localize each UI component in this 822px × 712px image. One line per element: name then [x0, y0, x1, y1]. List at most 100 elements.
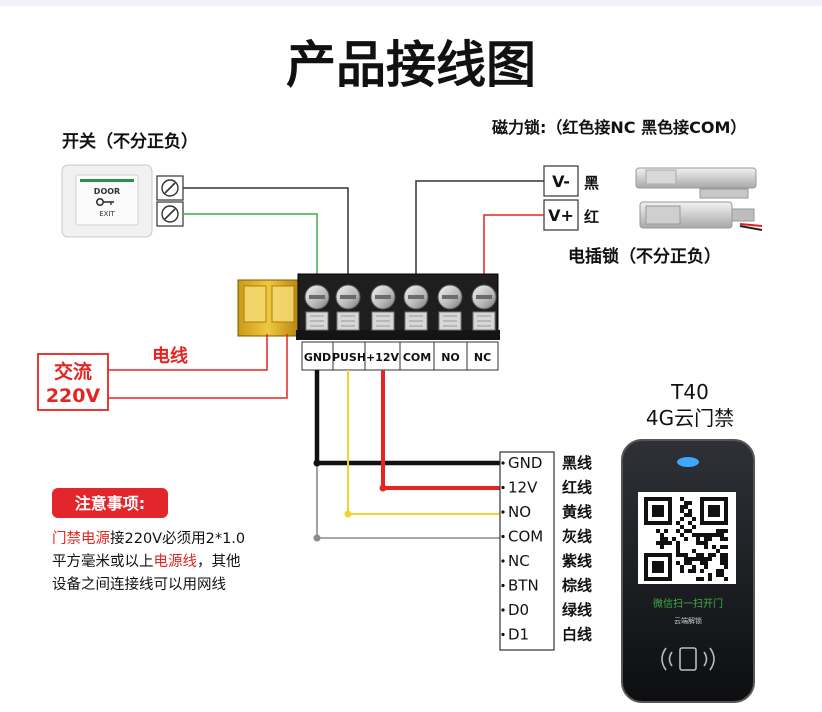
t40-device: 微信扫一扫开门 云端解锁 — [621, 439, 755, 703]
terminal-label-gnd: GND — [304, 351, 331, 364]
pin-dot — [501, 461, 505, 465]
pin-dot — [501, 510, 505, 514]
wiring-color-label: 灰线 — [562, 528, 592, 546]
terminal-label-com: COM — [403, 351, 431, 364]
pin-dot — [501, 559, 505, 563]
wiring-table-box — [499, 451, 555, 651]
black-wire-label: 黑 — [584, 174, 599, 192]
terminal-box-3 — [399, 341, 435, 371]
key-icon — [96, 198, 114, 207]
wiring-color-label: 黑线 — [562, 454, 592, 472]
exit-text: EXIT — [99, 210, 115, 218]
screw-2 — [370, 284, 396, 331]
pin-dot — [501, 608, 505, 612]
gnd-junction — [313, 459, 321, 467]
screw-4 — [437, 284, 463, 331]
terminal-block — [237, 273, 500, 340]
wiring-color-label: 白线 — [562, 626, 592, 644]
terminal-label-push: PUSH — [332, 351, 366, 364]
notes-line1: 门禁电源接220V必须用2*1.0 — [52, 530, 245, 547]
notes-heading: 注意事项: — [75, 494, 145, 513]
terminal-box-5 — [466, 341, 499, 371]
status-led — [677, 457, 699, 467]
maglock-label: 磁力锁:（红色接NC 黑色接COM） — [492, 118, 746, 137]
ac-220v-box — [37, 353, 109, 411]
ac-neutral-wire — [108, 334, 288, 399]
no-wire — [347, 370, 500, 515]
12v-wire — [381, 370, 500, 490]
no-junction — [344, 510, 352, 518]
wiring-pin: GND — [508, 454, 542, 472]
lock-nc-wire — [483, 214, 544, 280]
wiring-row: NO 黄线 — [501, 503, 592, 521]
power-wire-label: 电线 — [152, 345, 188, 367]
notes-line3: 设备之间连接线可以用网线 — [52, 576, 226, 593]
wiring-pin: NO — [508, 503, 531, 521]
terminal-box-2 — [364, 341, 401, 371]
wiring-color-label: 黄线 — [562, 503, 592, 521]
wiring-row: D1 白线 — [501, 626, 592, 644]
screw-5 — [471, 284, 497, 331]
wiring-color-label: 红线 — [562, 479, 592, 497]
notes-part1: 门禁电源 — [52, 530, 110, 547]
ac-live-wire — [108, 334, 268, 371]
lock-com-wire — [415, 180, 544, 280]
wiring-color-label: 绿线 — [562, 601, 592, 619]
ac-line2: 220V — [46, 385, 101, 407]
v-minus-label: V- — [552, 172, 570, 191]
scan-text: 微信扫一扫开门 — [653, 597, 723, 610]
wiring-pin: D0 — [508, 601, 529, 619]
top-band — [0, 0, 822, 6]
notes-part4: 电源线 — [154, 553, 198, 570]
v-minus-box — [543, 165, 579, 197]
wiring-pin: 12V — [508, 479, 538, 497]
terminal-box-4 — [433, 341, 468, 371]
v-plus-label: V+ — [548, 206, 574, 225]
com-wire — [316, 463, 500, 539]
com-junction — [313, 534, 321, 542]
wiring-row: 12V 红线 — [501, 479, 592, 497]
notes-heading-badge — [52, 488, 168, 518]
ac-line1: 交流 — [54, 360, 92, 383]
switch-terminal-bottom — [156, 201, 184, 227]
terminal-label-plus12v: +12V — [366, 351, 400, 364]
notes-line2: 平方毫米或以上电源线，其他 — [52, 552, 241, 570]
gnd-wire — [314, 370, 500, 466]
wiring-row: D0 绿线 — [501, 601, 592, 619]
door-text: DOOR — [94, 187, 120, 196]
screw-3 — [403, 284, 429, 331]
nfc-card-icon — [661, 647, 715, 671]
wiring-color-label: 棕线 — [562, 577, 592, 595]
wiring-row: GND 黑线 — [501, 454, 592, 472]
wiring-pin: D1 — [508, 626, 529, 644]
red-wire-label: 红 — [584, 208, 599, 226]
switch-label: 开关（不分正负） — [62, 131, 198, 152]
push-wire — [183, 187, 349, 280]
terminal-label-nc: NC — [474, 351, 491, 364]
switch-terminal-top — [156, 175, 184, 201]
device-model: T40 — [670, 380, 709, 404]
device-subtitle: 4G云门禁 — [646, 406, 734, 430]
terminal-label-no: NO — [441, 351, 460, 364]
wiring-pin: COM — [508, 528, 543, 546]
pin-dot — [501, 583, 505, 588]
notes-part2: 接220V必须用2*1.0 — [110, 530, 245, 547]
12v-junction — [379, 484, 387, 492]
bolt-lock-device — [639, 201, 763, 231]
bolt-lock-label: 电插锁（不分正负） — [568, 246, 721, 267]
wiring-color-label: 紫线 — [562, 552, 592, 570]
pin-dot — [501, 485, 505, 490]
screw-0 — [304, 284, 330, 331]
page-title: 产品接线图 — [286, 36, 536, 94]
qr-code-icon — [644, 497, 728, 581]
wiring-row: COM 灰线 — [501, 528, 592, 546]
cloud-unlock-text: 云端解锁 — [674, 616, 702, 625]
pin-dot — [501, 534, 505, 539]
switch-gnd-wire — [183, 213, 318, 280]
terminal-screws — [304, 284, 497, 331]
